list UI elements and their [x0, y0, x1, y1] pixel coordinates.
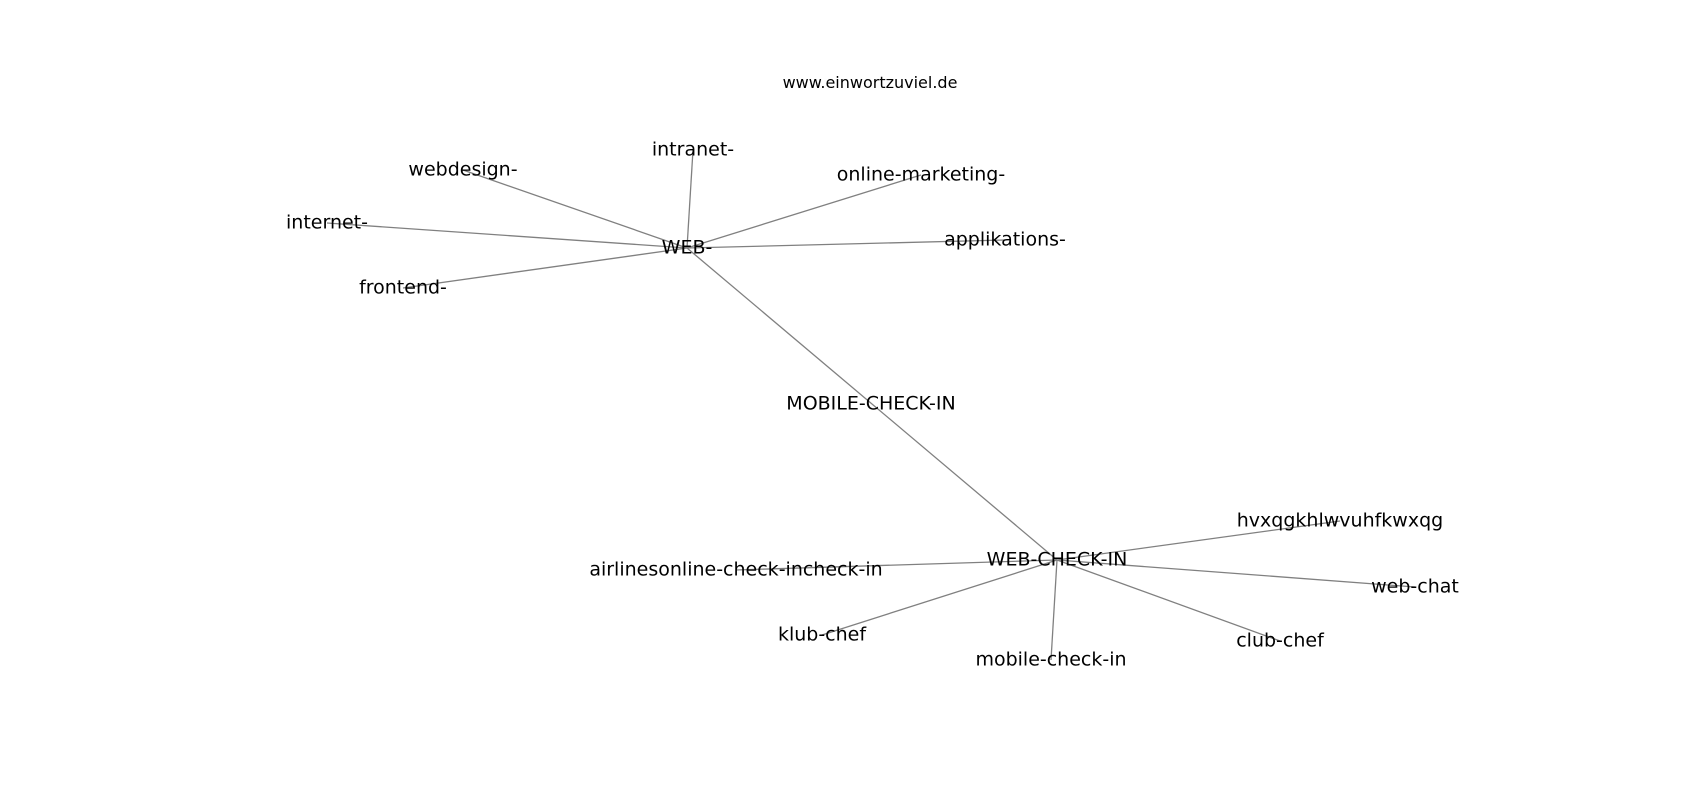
node-applikations: applikations- [944, 229, 1066, 251]
edge-web-check-in-club-chef [1056, 559, 1281, 642]
node-mobile-check-in: mobile-check-in [975, 649, 1126, 671]
node-webdesign: webdesign- [408, 159, 517, 181]
edge-web-intranet [686, 149, 694, 249]
edge-web-frontend [402, 247, 688, 289]
node-airlines: airlinesonline-check-incheck-in [589, 559, 882, 581]
edge-web-check-in-klub-chef [821, 559, 1058, 636]
edge-web-check-in-airlines [735, 559, 1058, 571]
edge-web-check-in-web-chat [1056, 559, 1416, 588]
node-intranet: intranet- [652, 139, 734, 161]
edge-web-webdesign [462, 169, 688, 249]
node-web-check-in: WEB-CHECK-IN [987, 549, 1128, 571]
node-klub-chef: klub-chef [778, 624, 867, 646]
node-mobile-check-in-center: MOBILE-CHECK-IN [786, 393, 955, 415]
edges-group [326, 149, 1416, 661]
edge-web-web-check-in [686, 247, 1058, 561]
node-internet: internet- [286, 212, 368, 234]
node-frontend: frontend- [359, 277, 447, 299]
edge-web-applikations [686, 239, 1006, 249]
edge-web-internet [326, 222, 688, 249]
site-url-label: www.einwortzuviel.de [783, 73, 958, 92]
edge-web-check-in-hvx [1056, 520, 1341, 561]
node-web-chat: web-chat [1371, 576, 1459, 598]
node-club-chef: club-chef [1236, 630, 1325, 652]
node-web: WEB- [662, 237, 713, 259]
edge-web-check-in-mobile-check-in [1050, 559, 1058, 661]
nodes-group: WEB-intranet-webdesign-online-marketing-… [286, 139, 1459, 671]
node-hvx: hvxqgkhlwvuhfkwxqg [1237, 510, 1443, 532]
node-online-marketing: online-marketing- [837, 164, 1005, 186]
edge-web-online-marketing [686, 174, 922, 249]
